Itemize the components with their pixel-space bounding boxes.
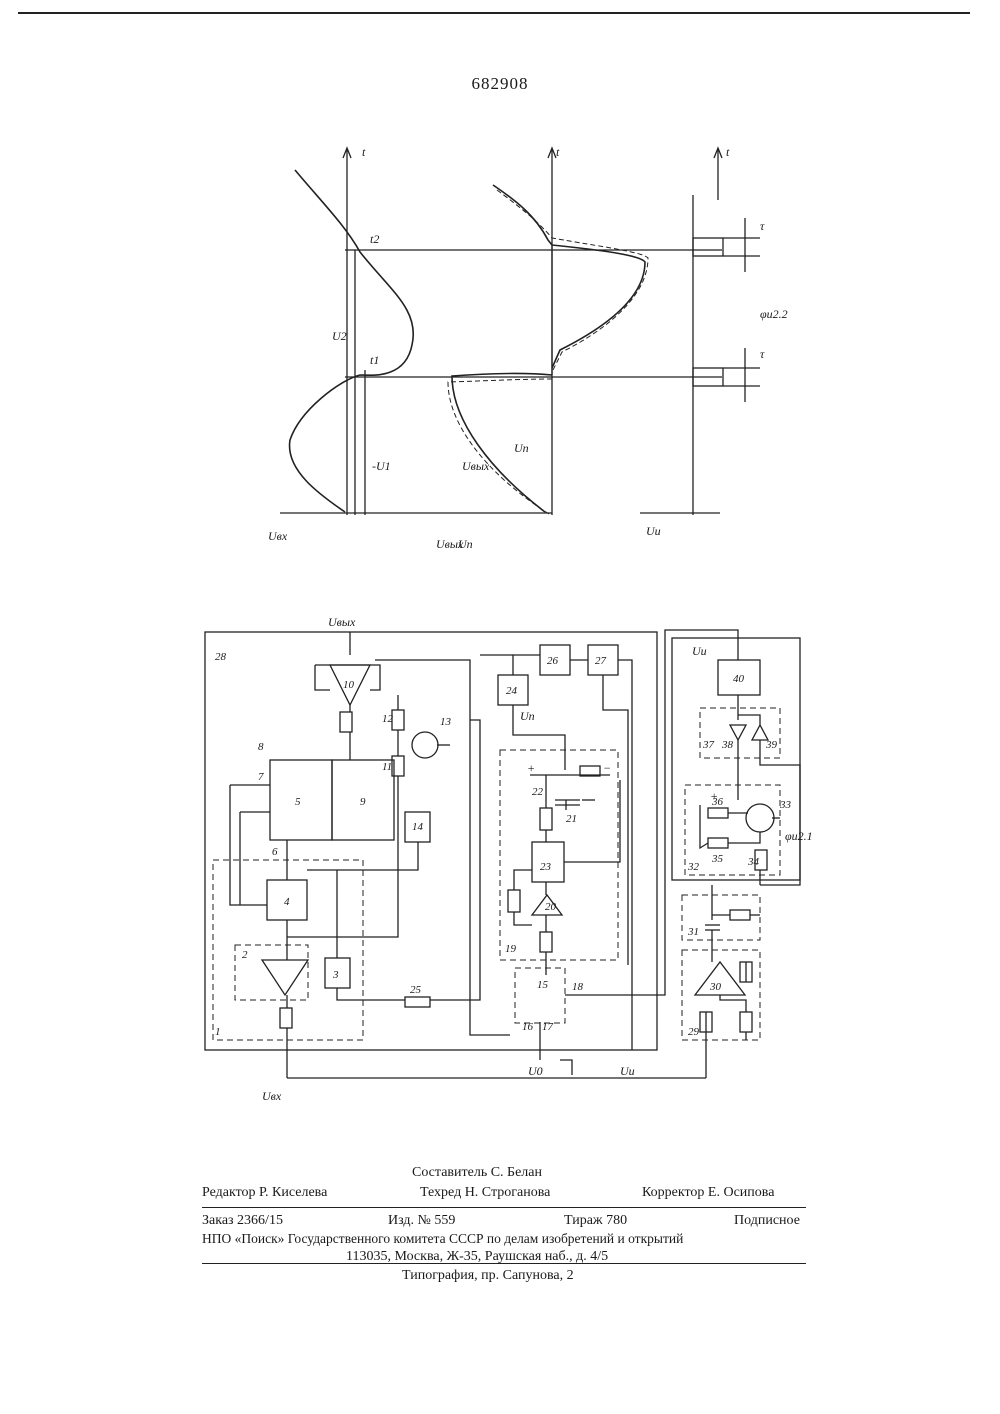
label-12: 12 — [382, 713, 394, 725]
label-16: 16 — [522, 1021, 534, 1033]
terminal-up: Uп — [520, 709, 535, 723]
label-7: 7 — [258, 771, 264, 783]
editor: Редактор Р. Киселева — [202, 1185, 327, 1201]
label-19: 19 — [505, 943, 517, 955]
terminal-u-vyh: Uвых — [328, 615, 356, 629]
label-17: 17 — [542, 1021, 554, 1033]
label-40: 40 — [733, 673, 745, 685]
label-22: 22 — [532, 786, 544, 798]
label-32: 32 — [687, 861, 700, 873]
terminal-u-vh: Uвх — [262, 1089, 282, 1100]
label-1: 1 — [215, 1026, 221, 1038]
label-20: 20 — [545, 901, 557, 913]
label-4: 4 — [284, 896, 290, 908]
label-35: 35 — [711, 853, 724, 865]
label-13: 13 — [440, 716, 452, 728]
label-14: 14 — [412, 821, 424, 833]
edition: Изд. № 559 — [388, 1213, 455, 1229]
corrector: Корректор Е. Осипова — [642, 1185, 774, 1201]
label-18: 18 — [572, 981, 584, 993]
label-29: 29 — [688, 1026, 700, 1038]
imprint: Составитель С. Белан Редактор Р. Киселев… — [202, 1165, 812, 1285]
minus-22: − — [603, 761, 611, 775]
label-24: 24 — [506, 685, 518, 697]
plus-22: + — [527, 761, 535, 775]
label-5: 5 — [295, 796, 301, 808]
terminal-u0: U0 — [528, 1064, 543, 1078]
typography: Типография, пр. Сапунова, 2 — [402, 1268, 574, 1284]
label-8: 8 — [258, 741, 264, 753]
organization: НПО «Поиск» Государственного комитета СС… — [202, 1231, 683, 1247]
label-28: 28 — [215, 651, 227, 663]
label-phi1: φи2.1 — [785, 829, 813, 843]
print-run: Тираж 780 — [564, 1213, 627, 1229]
label-25: 25 — [410, 984, 422, 996]
label-34: 34 — [747, 856, 760, 868]
rule-2 — [202, 1263, 806, 1264]
label-37: 37 — [702, 739, 715, 751]
label-23: 23 — [540, 861, 552, 873]
label-9: 9 — [360, 796, 366, 808]
circuit-schematic: 28 1 2 3 4 5 6 7 8 9 10 11 12 13 14 15 1… — [0, 0, 1000, 1100]
frame-28 — [205, 632, 657, 1050]
order: Заказ 2366/15 — [202, 1213, 283, 1229]
terminal-ui: Uи — [692, 644, 707, 658]
label-33: 33 — [779, 799, 792, 811]
label-26: 26 — [547, 655, 559, 667]
label-2: 2 — [242, 949, 248, 961]
label-11: 11 — [382, 761, 392, 773]
subscription: Подписное — [734, 1213, 800, 1229]
terminal-uu: Uu — [620, 1064, 635, 1078]
label-30: 30 — [709, 981, 722, 993]
tech-editor: Техред Н. Строганова — [420, 1185, 550, 1201]
label-15: 15 — [537, 979, 549, 991]
label-31: 31 — [687, 926, 699, 938]
label-38: 38 — [721, 739, 734, 751]
label-10: 10 — [343, 679, 355, 691]
rule-1 — [202, 1207, 806, 1208]
plus-36: + — [710, 789, 718, 803]
compiler: Составитель С. Белан — [412, 1165, 542, 1181]
label-21: 21 — [566, 813, 577, 825]
label-39: 39 — [765, 739, 778, 751]
label-27: 27 — [595, 655, 607, 667]
label-3: 3 — [332, 969, 339, 981]
label-6: 6 — [272, 846, 278, 858]
